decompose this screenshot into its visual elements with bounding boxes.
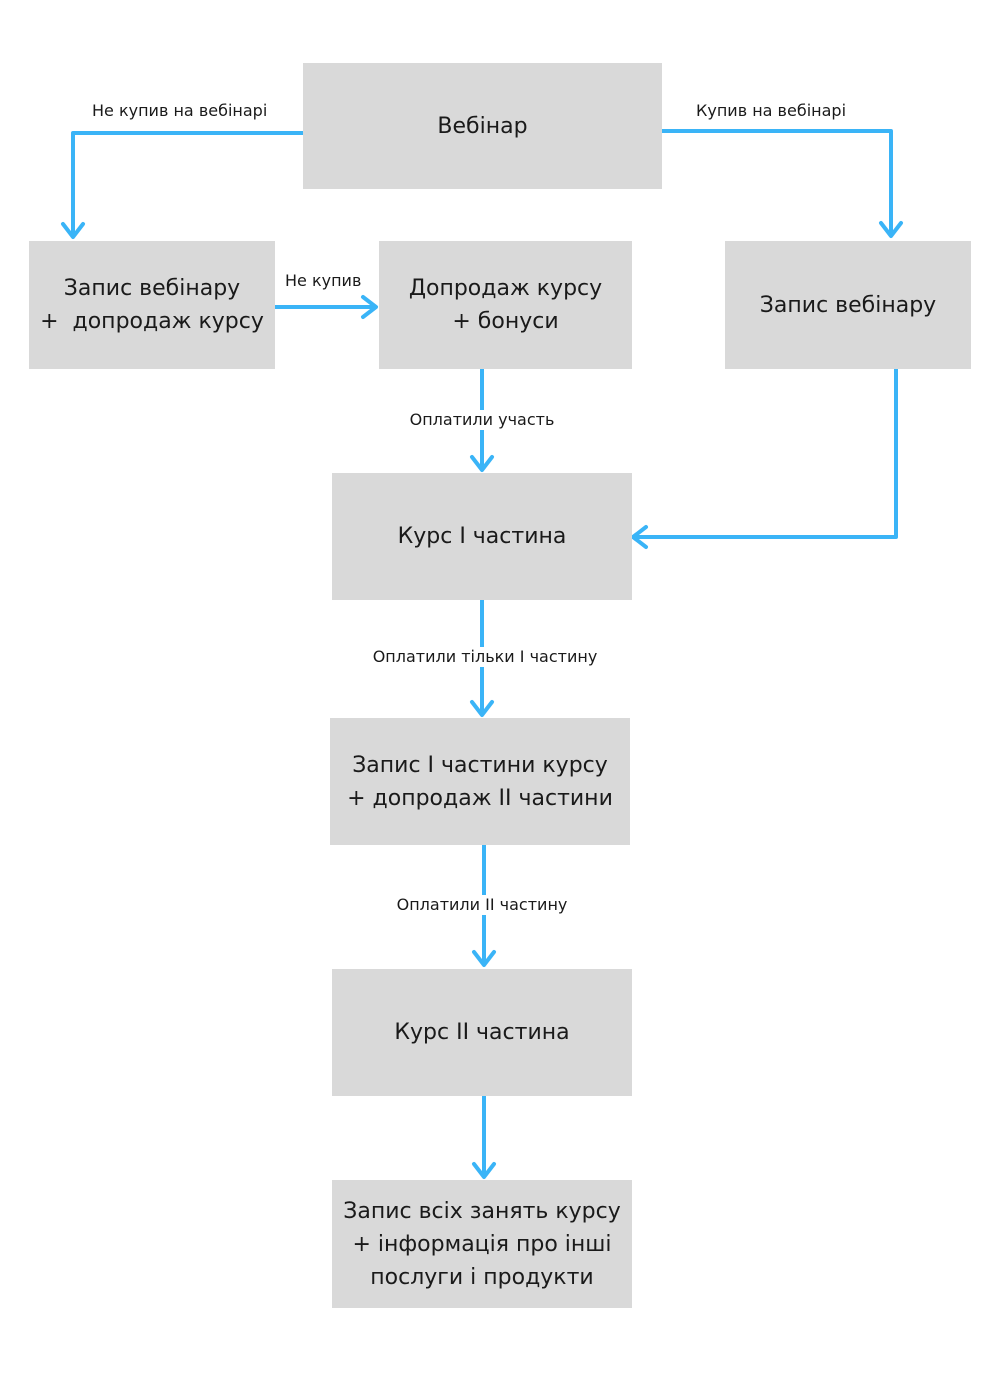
node-webinar: Вебінар: [303, 63, 662, 189]
edge-label-not-bought: Не купив: [281, 271, 366, 291]
edge-label-paid-part2: Оплатили II частину: [392, 895, 572, 915]
arrowhead-paid-part2: [472, 950, 496, 967]
arrowhead-not-bought: [361, 295, 378, 319]
edge-label-paid-part1-only: Оплатили тільки I частину: [368, 647, 602, 667]
node-upsell-bonuses: Допродаж курсу + бонуси: [379, 241, 632, 369]
arrow-recording-to-course: [633, 367, 898, 539]
edge-label-bought-webinar: Купив на вебінарі: [692, 101, 851, 121]
node-recording-upsell: Запис вебінару + допродаж курсу: [29, 241, 275, 369]
node-upsell-bonuses-line1: Допродаж курсу: [408, 276, 603, 301]
node-course-part2-text: Курс II частина: [394, 1020, 570, 1045]
node-recording-part1-line2: + допродаж II частини: [347, 785, 613, 811]
node-upsell-bonuses-line2: + бонуси: [452, 309, 559, 334]
node-course-part2: Курс II частина: [332, 969, 632, 1096]
node-webinar-text: Вебінар: [437, 113, 528, 139]
node-recording-upsell-line1: Запис вебінару: [63, 276, 241, 301]
edge-label-paid-participation: Оплатили участь: [405, 410, 559, 430]
arrowhead-course-to-all-recordings: [472, 1162, 496, 1179]
node-course-part1-text: Курс I частина: [397, 524, 567, 549]
node-recording-upsell-line2: + допродаж курсу: [40, 309, 264, 334]
node-all-recordings: Запис всіх занять курсу + інформація про…: [332, 1180, 632, 1308]
node-recording-part1: Запис I частини курсу + допродаж II част…: [330, 718, 630, 845]
arrow-not-bought-webinar: [71, 131, 305, 238]
arrowhead-paid-part1-only: [470, 700, 494, 717]
arrowhead-paid-participation: [470, 455, 494, 472]
arrowhead-bought-webinar: [879, 221, 903, 238]
arrow-bought-webinar: [660, 129, 893, 236]
arrowhead-recording-to-course: [631, 525, 648, 549]
node-all-recordings-line3: послуги і продукти: [370, 1264, 594, 1290]
node-recording-part1-line1: Запис I частини курсу: [352, 752, 608, 778]
node-all-recordings-line1: Запис всіх занять курсу: [343, 1198, 621, 1224]
node-recording: Запис вебінару: [725, 241, 971, 369]
edge-label-not-bought-webinar: Не купив на вебінарі: [88, 101, 272, 121]
node-recording-text: Запис вебінару: [759, 292, 937, 318]
node-course-part1: Курс I частина: [332, 473, 632, 600]
arrowhead-not-bought-webinar: [61, 222, 85, 239]
node-all-recordings-line2: + інформація про інші: [352, 1231, 612, 1257]
